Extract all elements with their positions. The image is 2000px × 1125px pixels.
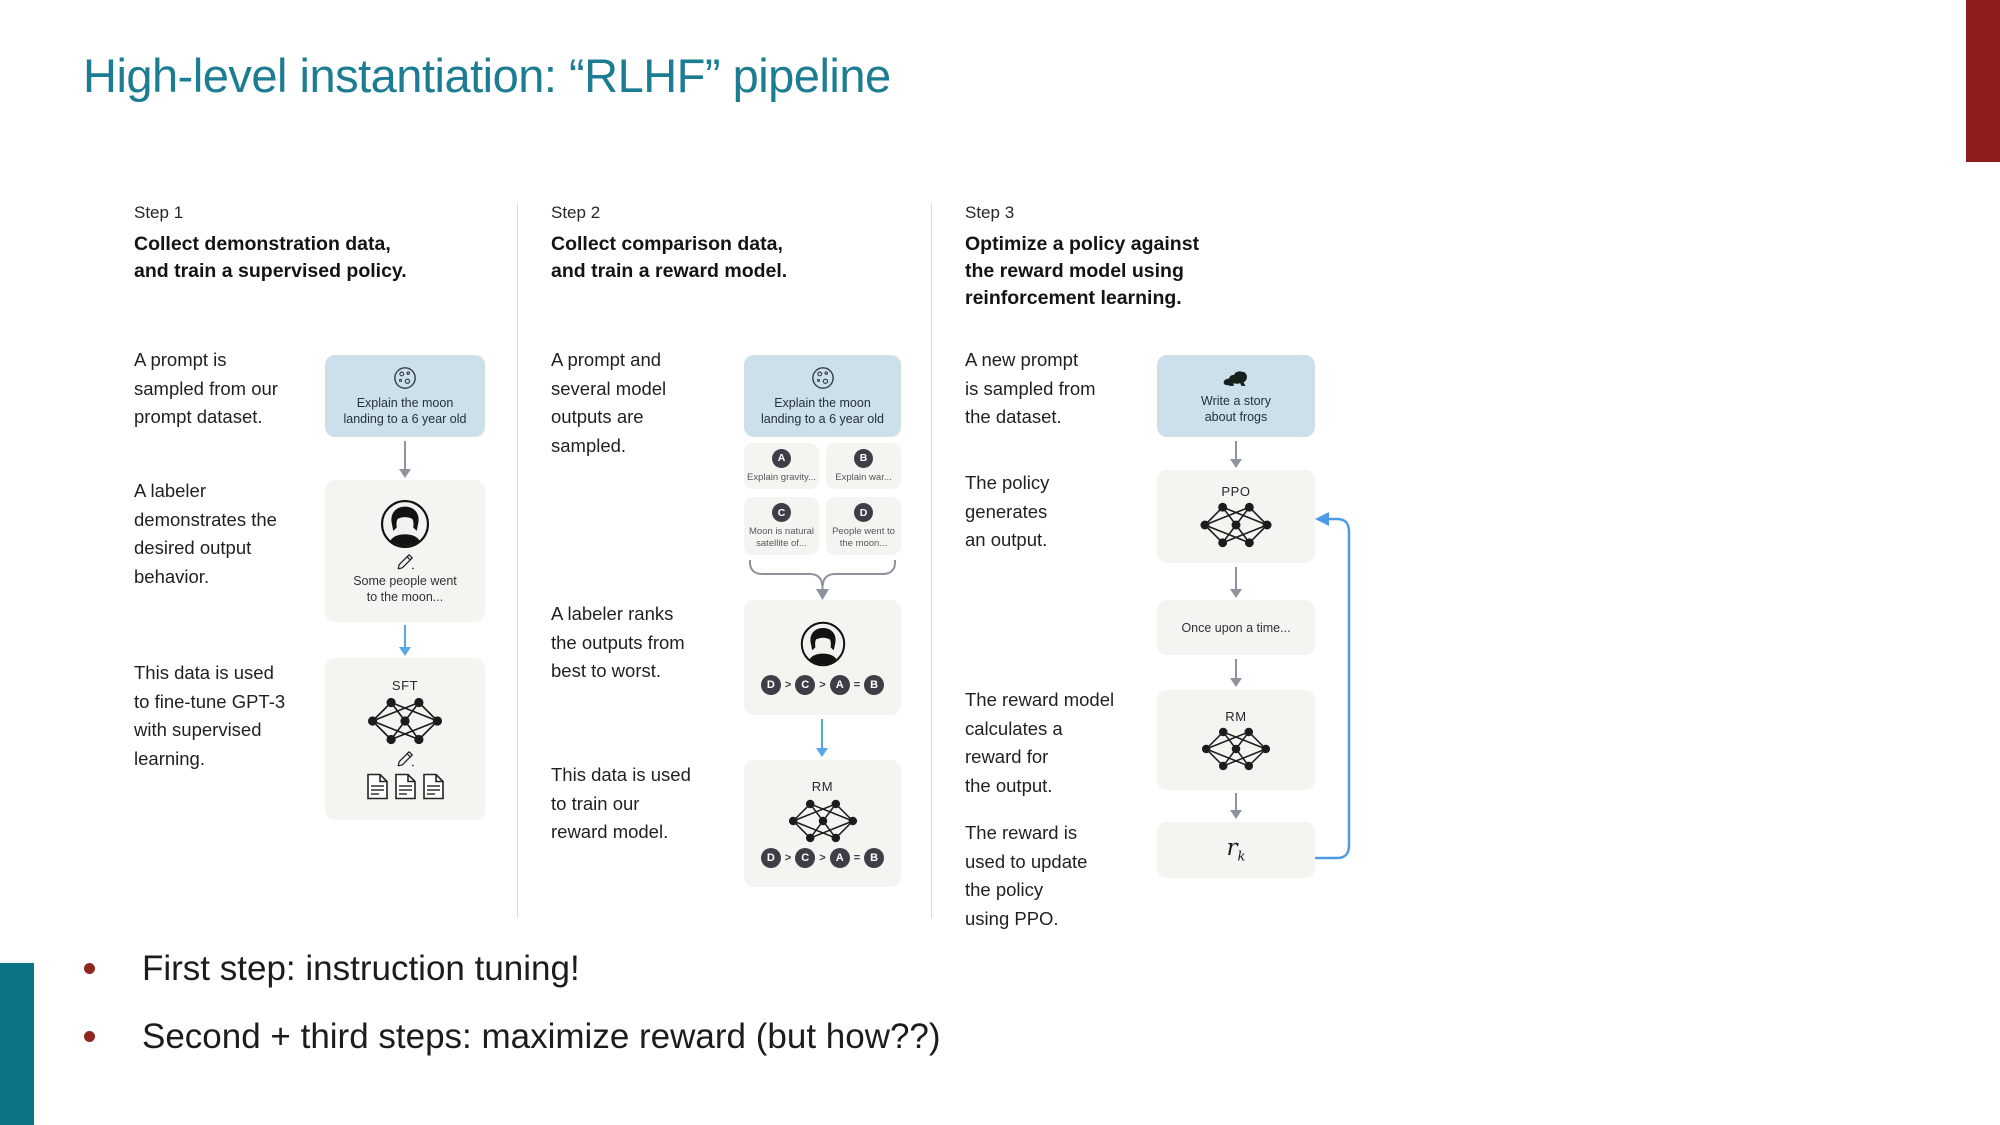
- step2-heading: Collect comparison data, and train a rew…: [551, 233, 788, 282]
- prompt-text: Explain the moon landing to a 6 year old: [343, 396, 467, 426]
- neural-network-icon: [367, 697, 443, 745]
- step3-caption-update: The reward is used to update the policy …: [965, 822, 1088, 929]
- down-arrow: [1230, 567, 1242, 598]
- neural-network-icon: [1201, 727, 1271, 770]
- down-arrow: [1230, 441, 1242, 468]
- letter-badge: B: [854, 448, 873, 468]
- rm-label: RM: [1225, 708, 1247, 724]
- step3-caption-prompt: A new prompt is sampled from the dataset…: [965, 349, 1096, 427]
- answer-text: People went to the moon...: [832, 526, 895, 549]
- prompt-text: Explain the moon landing to a 6 year old: [760, 396, 884, 426]
- column-divider: [931, 203, 932, 918]
- step2-caption-prompt: A prompt and several model outputs are s…: [551, 349, 667, 456]
- prompt-box-step3: Write a story about frogs: [1157, 355, 1315, 437]
- labeler-avatar-icon: [800, 621, 845, 667]
- prompt-box-step2: Explain the moon landing to a 6 year old: [744, 355, 901, 437]
- document-icon: [366, 773, 388, 800]
- ppo-label: PPO: [1221, 484, 1251, 499]
- letter-badge: C: [772, 503, 791, 522]
- prompt-box-step1: Explain the moon landing to a 6 year old: [325, 355, 485, 437]
- bullet-dot: [84, 963, 95, 974]
- answer-box-b: B Explain war...: [826, 443, 901, 489]
- reward-box: rk: [1157, 822, 1315, 878]
- down-arrow-blue: [816, 719, 828, 757]
- frog-icon: [1223, 370, 1247, 386]
- pencil-icon: [397, 553, 414, 569]
- corner-accent-teal: [0, 963, 34, 1125]
- documents-row: [366, 773, 445, 800]
- answer-text: Moon is natural satellite of...: [749, 526, 814, 549]
- rm-box-step3: RM: [1157, 690, 1315, 790]
- step2-caption-rm: This data is used to train our reward mo…: [551, 764, 691, 842]
- labeler-avatar-icon: [380, 499, 430, 548]
- labeler-box-step2: D > C > A = B: [744, 600, 901, 715]
- answer-box-c: C Moon is natural satellite of...: [744, 497, 819, 555]
- sft-box: SFT: [325, 658, 485, 820]
- corner-accent-red: [1966, 0, 2000, 162]
- bullet-text: First step: instruction tuning!: [142, 949, 580, 988]
- down-arrow: [1230, 659, 1242, 687]
- ppo-box: PPO: [1157, 470, 1315, 563]
- step1-caption-sft: This data is used to fine-tune GPT-3 wit…: [134, 662, 286, 769]
- rm-label: RM: [811, 779, 834, 794]
- step2-label: Step 2: [551, 203, 601, 222]
- labeler-output-text: Some people went to the moon...: [353, 573, 457, 604]
- reward-value: rk: [1226, 835, 1246, 865]
- neural-network-icon: [788, 799, 857, 843]
- bullet-item: Second + third steps: maximize reward (b…: [84, 1014, 941, 1059]
- step3-caption-reward: The reward model calculates a reward for…: [965, 689, 1115, 796]
- document-icon: [394, 773, 416, 800]
- prompt-text: Write a story about frogs: [1201, 393, 1271, 424]
- down-arrow-blue: [399, 625, 411, 656]
- down-arrow: [1230, 793, 1242, 819]
- answer-text: Explain war...: [835, 471, 892, 483]
- labeler-box-step1: Some people went to the moon...: [325, 480, 485, 622]
- document-icon: [422, 773, 444, 800]
- rm-box-step2: RM D > C > A: [744, 760, 901, 887]
- ranking-row: D > C > A = B: [760, 675, 885, 695]
- step1-label: Step 1: [134, 203, 184, 222]
- moon-icon: [394, 367, 416, 389]
- step3-heading: Optimize a policy against the reward mod…: [965, 233, 1200, 309]
- step3-caption-policy: The policy generates an output.: [965, 472, 1050, 550]
- feedback-loop-arrow: [1315, 512, 1351, 860]
- answer-text: Explain gravity...: [747, 471, 816, 483]
- bullet-item: First step: instruction tuning!: [84, 946, 941, 991]
- output-box: Once upon a time...: [1157, 600, 1315, 655]
- step1-caption-labeler: A labeler demonstrates the desired outpu…: [134, 480, 277, 587]
- letter-badge: A: [772, 448, 791, 468]
- step1-heading: Collect demonstration data, and train a …: [134, 233, 407, 282]
- slide-title: High-level instantiation: “RLHF” pipelin…: [83, 49, 891, 102]
- down-arrow: [399, 441, 411, 478]
- output-text: Once upon a time...: [1181, 620, 1291, 635]
- moon-icon: [811, 367, 834, 389]
- step1-caption-prompt: A prompt is sampled from our prompt data…: [134, 349, 278, 427]
- bullet-text: Second + third steps: maximize reward (b…: [142, 1017, 941, 1056]
- step3-label: Step 3: [965, 203, 1015, 222]
- answer-box-d: D People went to the moon...: [826, 497, 901, 555]
- bullet-list: First step: instruction tuning! Second +…: [84, 946, 941, 1082]
- letter-badge: D: [854, 503, 873, 522]
- sft-label: SFT: [391, 678, 419, 693]
- step2-caption-rank: A labeler ranks the outputs from best to…: [551, 603, 685, 681]
- bracket-connector: [749, 560, 896, 600]
- answer-box-a: A Explain gravity...: [744, 443, 819, 489]
- ranking-row: D > C > A = B: [760, 848, 885, 868]
- pencil-icon: [397, 751, 414, 767]
- bullet-dot: [84, 1031, 95, 1042]
- neural-network-icon: [1200, 502, 1272, 548]
- column-divider: [517, 203, 518, 918]
